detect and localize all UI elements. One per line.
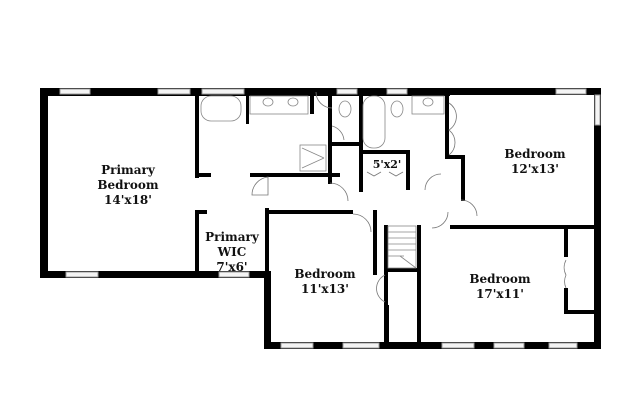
room-name: Primary	[205, 230, 259, 244]
windows	[59, 88, 601, 349]
room-size: 7'x6'	[216, 260, 248, 274]
room-name: Bedroom	[469, 272, 531, 286]
room-name: Bedroom	[504, 147, 566, 161]
stairs	[387, 225, 417, 269]
room-size: 17'x11'	[476, 287, 524, 301]
room-label-bedroom-se: Bedroom 17'x11'	[455, 272, 545, 302]
room-name: Primary	[101, 163, 155, 177]
room-name: Bedroom	[97, 178, 159, 192]
room-size: 11'x13'	[301, 282, 349, 296]
bath-fixtures	[200, 95, 445, 172]
room-label-bedroom-ne: Bedroom 12'x13'	[490, 147, 580, 177]
room-label-primary-wic: Primary WIC 7'x6'	[196, 230, 268, 275]
room-size: 14'x18'	[104, 193, 152, 207]
room-label-primary-bedroom: Primary Bedroom 14'x18'	[78, 163, 178, 208]
doors	[251, 91, 567, 303]
exterior-walls	[40, 88, 601, 349]
room-size: 12'x13'	[511, 162, 559, 176]
interior-walls	[195, 92, 600, 345]
room-name: Bedroom	[294, 267, 356, 281]
room-label-closet-hall: 5'x2'	[362, 157, 412, 172]
room-label-bedroom-center: Bedroom 11'x13'	[280, 267, 370, 297]
room-size: 5'x2'	[372, 158, 402, 171]
room-name: WIC	[217, 245, 247, 259]
